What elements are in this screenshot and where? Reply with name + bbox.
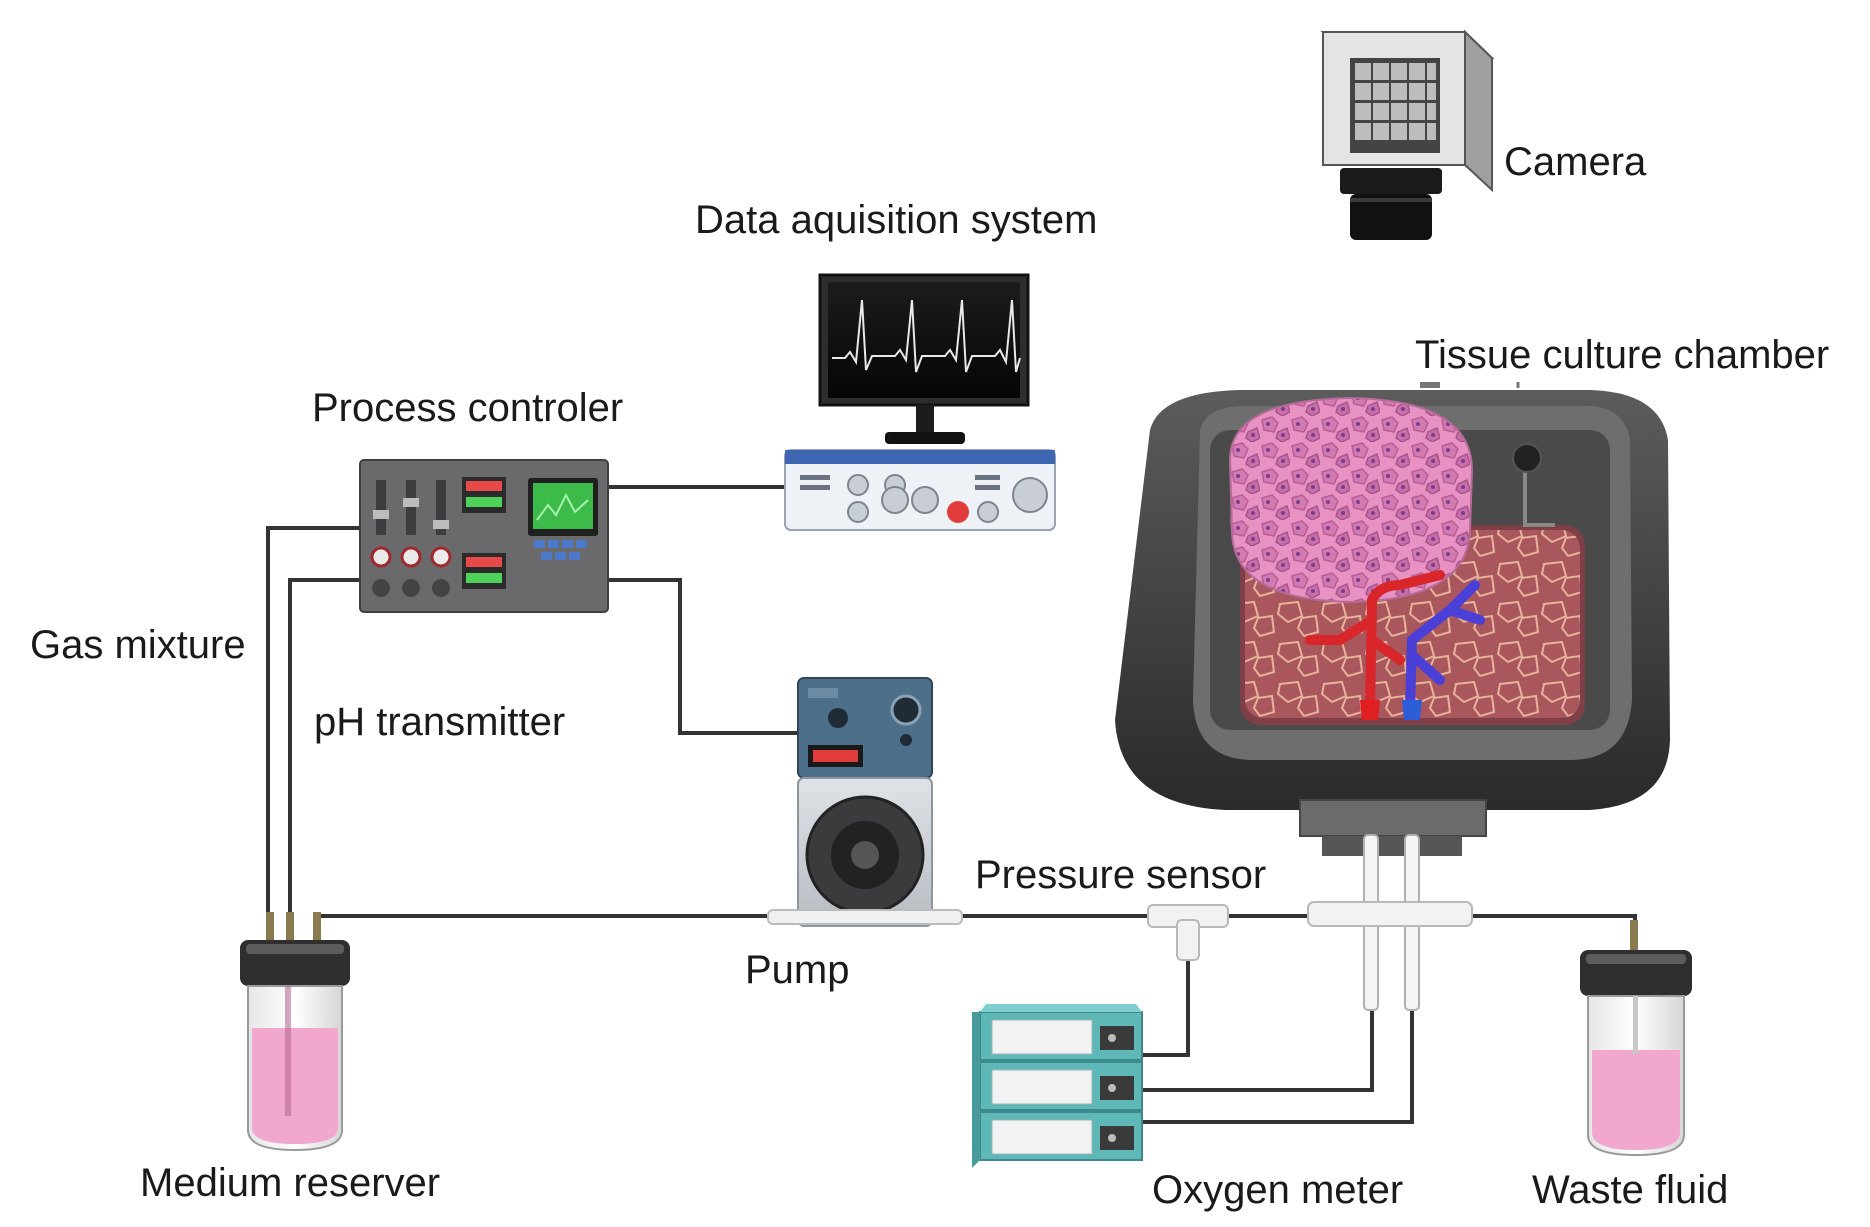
medium-bottle-icon: [240, 912, 350, 1152]
ph-transmitter-line: [288, 578, 362, 920]
pressure-line: [1140, 935, 1190, 1057]
medium-line-in: [316, 914, 770, 920]
t-connector-icon: [1147, 904, 1229, 961]
process-controller-icon: [359, 459, 609, 613]
oxygen-meter-label: Oxygen meter: [1152, 1168, 1404, 1212]
process-controller-label: Process controler: [312, 386, 624, 430]
waste-line: [1472, 914, 1637, 950]
ph-transmitter-label: pH transmitter: [314, 700, 566, 744]
oxygen-meter-icon: [972, 1004, 1143, 1168]
oxygen-line-1: [1140, 1010, 1374, 1092]
waste-bottle-icon: [1580, 920, 1692, 1157]
tissue-chamber-icon: [1115, 382, 1670, 1011]
oxygen-line-2: [1140, 1010, 1414, 1124]
daq-unit-icon: [784, 449, 1056, 531]
waste-fluid-label: Waste fluid: [1532, 1168, 1729, 1212]
camera-icon: [1320, 29, 1495, 240]
camera-label: Camera: [1504, 140, 1647, 184]
data-acquisition-label: Data aquisition system: [695, 198, 1098, 242]
controller-pump-line: [608, 578, 800, 735]
pump-label: Pump: [745, 948, 850, 992]
medium-reserver-label: Medium reserver: [140, 1161, 441, 1205]
monitor-icon: [818, 273, 1030, 444]
pressure-sensor-label: Pressure sensor: [975, 853, 1267, 897]
gas-mixture-label: Gas mixture: [30, 623, 246, 667]
tissue-chamber-label: Tissue culture chamber: [1415, 333, 1830, 377]
gas-mixture-line: [266, 526, 362, 920]
peristaltic-pump-icon: [767, 677, 963, 927]
